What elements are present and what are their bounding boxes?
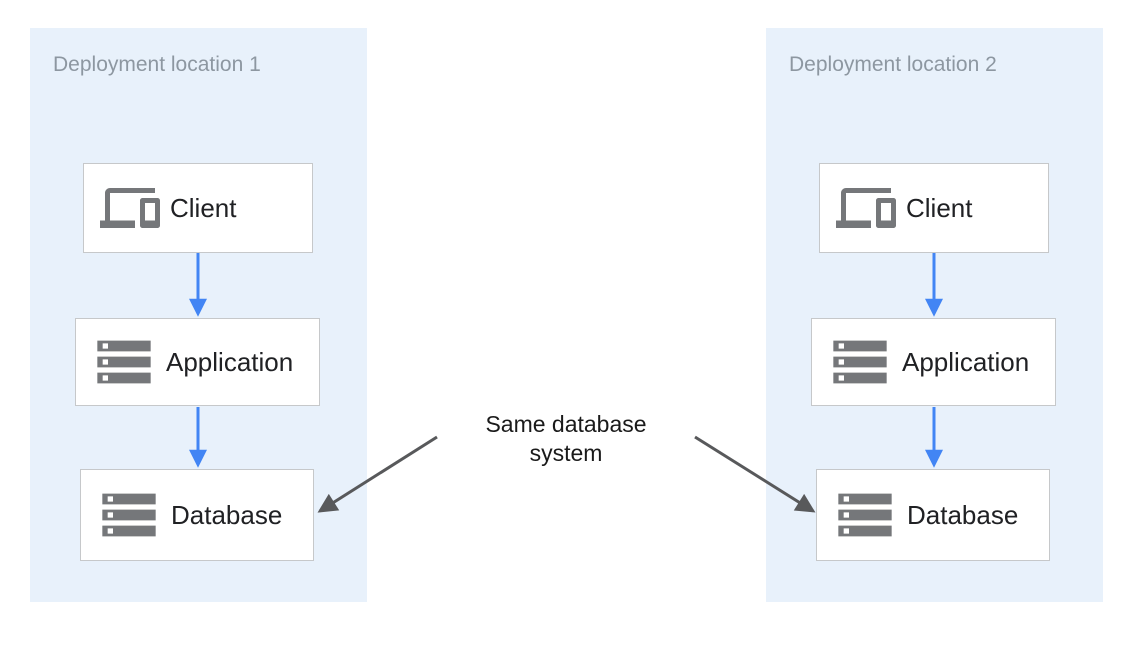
storage-icon — [97, 340, 151, 384]
deployment-zone-2-label: Deployment location 2 — [789, 53, 997, 76]
node-database-1: Database — [80, 469, 314, 561]
node-database-1-label: Database — [171, 499, 283, 530]
storage-icon — [838, 493, 892, 537]
storage-icon — [102, 493, 156, 537]
annotation-line-2: system — [529, 440, 603, 466]
node-database-2: Database — [816, 469, 1050, 561]
node-client-1-label: Client — [170, 192, 237, 223]
deployment-zone-1-label: Deployment location 1 — [53, 53, 261, 76]
node-client-2-label: Client — [906, 192, 973, 223]
node-database-2-label: Database — [907, 499, 1019, 530]
node-client-2: Client — [819, 163, 1049, 253]
node-application-2: Application — [811, 318, 1056, 406]
node-application-1-label: Application — [166, 346, 294, 377]
annotation-line-1: Same database — [485, 411, 647, 437]
storage-icon — [833, 340, 887, 384]
annotation-same-database-system: Same database system — [416, 410, 716, 468]
node-application-2-label: Application — [902, 346, 1030, 377]
node-application-1: Application — [75, 318, 320, 406]
node-client-1: Client — [83, 163, 313, 253]
devices-icon — [100, 188, 160, 228]
devices-icon — [836, 188, 896, 228]
